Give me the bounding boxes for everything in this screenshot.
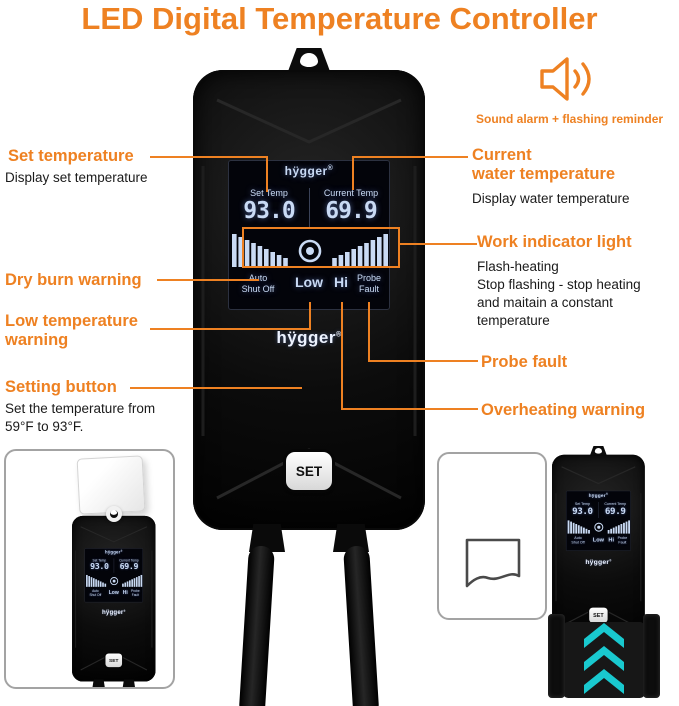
body-facet-lines: [201, 98, 417, 500]
callout-line-low-temp-v: [309, 302, 311, 330]
current-temp-value: 69.9: [604, 506, 626, 517]
set-temp-label: Set Temp: [250, 188, 288, 198]
auto-shutoff-indicator: Auto Shut Off: [241, 273, 275, 294]
set-temp-label: Set Temp: [574, 502, 590, 506]
mounting-bracket: [548, 612, 660, 702]
hanger-hole: [300, 53, 318, 67]
temperature-controller: hÿgger® Set Temp Current Temp 93.0 69.9: [193, 48, 425, 706]
speaker-icon: [540, 57, 591, 101]
annotation-current-water-desc: Display water temperature: [472, 191, 630, 206]
low-temp-indicator: Low: [108, 589, 119, 596]
hanger-hole: [594, 448, 602, 454]
brand-logo-screen: hÿgger®: [588, 492, 609, 498]
annotation-low-temperature: Low temperature warning: [5, 312, 138, 349]
callout-line-probe-v: [368, 302, 370, 362]
callout-line-overheating-h: [341, 408, 478, 410]
probe-fault-indicator: Probe Fault: [131, 589, 140, 597]
callout-line-set-temp-h: [150, 156, 268, 158]
annotation-setting-button: Setting button: [5, 378, 117, 396]
set-button[interactable]: SET: [105, 653, 123, 668]
current-temp-label: Current Temp: [323, 188, 379, 198]
set-temp-value: 93.0: [243, 198, 295, 224]
set-temp-value: 93.0: [572, 506, 593, 517]
probe-fault-indicator: Probe Fault: [617, 536, 628, 545]
callout-line-dry-burn: [157, 279, 259, 281]
annotation-probe-fault: Probe fault: [481, 353, 568, 371]
callout-line-overheating-v: [341, 302, 343, 410]
low-temp-indicator: Low: [295, 274, 323, 290]
slide-up-arrows-icon: [584, 623, 624, 694]
auto-shutoff-indicator: Auto Shut Off: [571, 536, 585, 545]
current-temp-value: 69.9: [325, 198, 377, 224]
device-body: hÿgger® Set Temp Current Temp 93.0 69.9: [193, 70, 425, 530]
annotation-current-water: Current water temperature: [472, 146, 616, 183]
current-temp-value: 69.9: [119, 562, 139, 572]
body-facet-lines: [75, 526, 153, 671]
page-title: LED Digital Temperature Controller: [81, 1, 598, 36]
power-cable: [88, 686, 102, 687]
sound-alarm-label: Sound alarm + flashing reminder: [476, 112, 664, 126]
probe-cable: [343, 545, 380, 706]
overheat-indicator: Hi: [122, 589, 128, 596]
set-button[interactable]: SET: [589, 607, 608, 623]
callout-line-work-indicator: [400, 243, 477, 245]
power-cable: [238, 545, 275, 706]
brand-logo-body: hÿgger®: [101, 608, 126, 616]
brand-logo-body: hÿgger®: [585, 558, 612, 566]
annotation-set-temperature: Set temperature: [8, 147, 134, 165]
annotation-setting-button-desc: Set the temperature from 59°F to 93°F.: [5, 401, 156, 434]
work-indicator-bars-icon: [567, 520, 630, 534]
main-device-view: hÿgger® Set Temp Current Temp 93.0 69.9: [193, 48, 425, 706]
annotation-dry-burn: Dry burn warning: [5, 271, 142, 289]
overheat-indicator: Hi: [608, 536, 614, 543]
hanger-tab: [589, 446, 608, 457]
cable-gland-left: [92, 679, 106, 687]
callout-line-probe-h: [368, 360, 478, 362]
brand-logo-screen: hÿgger®: [284, 164, 334, 178]
work-indicator-bars-icon: [86, 574, 143, 587]
lcd-screen: hÿgger® Set Temp Current Temp 93.0 69.9: [566, 490, 631, 551]
low-temp-indicator: Low: [592, 536, 604, 543]
annotation-overheating: Overheating warning: [481, 401, 646, 419]
callout-line-current-temp-h: [352, 156, 468, 158]
adhesive-sheet-icon: [465, 538, 521, 588]
bracket-mounted-device-view: hÿgger® Set Temp Current Temp 93.0 69.9: [552, 446, 645, 648]
brand-logo-body: hÿgger®: [276, 328, 342, 347]
callout-line-set-temp-v: [266, 156, 268, 192]
current-temp-label: Current Temp: [604, 502, 627, 506]
temperature-controller: hÿgger® Set Temp Current Temp 93.0 69.9: [552, 446, 645, 648]
annotation-work-indicator-desc: Flash-heating Stop flashing - stop heati…: [477, 259, 641, 328]
bracket-rail-right: [643, 614, 660, 698]
set-temp-label: Set Temp: [92, 558, 107, 562]
annotation-work-indicator: Work indicator light: [477, 233, 632, 251]
hook-ring-icon: [106, 506, 122, 522]
body-facet-lines: [555, 466, 642, 627]
bracket-rail-left: [548, 614, 565, 698]
current-temp-label: Current Temp: [119, 558, 139, 562]
lcd-screen: hÿgger® Set Temp Current Temp 93.0 69.9: [84, 548, 143, 603]
set-temp-value: 93.0: [90, 562, 109, 572]
screen-column-divider: [309, 188, 310, 228]
device-body: hÿgger® Set Temp Current Temp 93.0 69.9: [72, 515, 156, 682]
callout-line-setting-button: [130, 387, 302, 389]
callout-line-low-temp-h: [150, 328, 311, 330]
probe-fault-indicator: Probe Fault: [356, 273, 382, 294]
device-body: hÿgger® Set Temp Current Temp 93.0 69.9: [552, 454, 645, 639]
work-indicator-highlight-box: [242, 227, 400, 268]
wall-mounted-device-view: hÿgger® Set Temp Current Temp 93.0 69.9: [72, 508, 156, 687]
probe-cable: [126, 686, 140, 687]
wall-mount-example-box: hÿgger® Set Temp Current Temp 93.0 69.9: [4, 449, 175, 689]
annotation-set-temperature-desc: Display set temperature: [5, 170, 148, 185]
overheat-indicator: Hi: [334, 274, 348, 290]
cable-gland-right: [122, 679, 136, 687]
auto-shutoff-indicator: Auto Shut Off: [89, 589, 102, 597]
bracket-back-plate: [563, 622, 645, 698]
set-button[interactable]: SET: [286, 452, 332, 490]
temperature-controller: hÿgger® Set Temp Current Temp 93.0 69.9: [72, 508, 156, 687]
adhesive-sheet-box: [437, 452, 547, 620]
work-indicator-bars-icon: [232, 234, 388, 267]
callout-line-current-temp-v: [352, 156, 354, 190]
brand-logo-screen: hÿgger®: [104, 549, 123, 555]
